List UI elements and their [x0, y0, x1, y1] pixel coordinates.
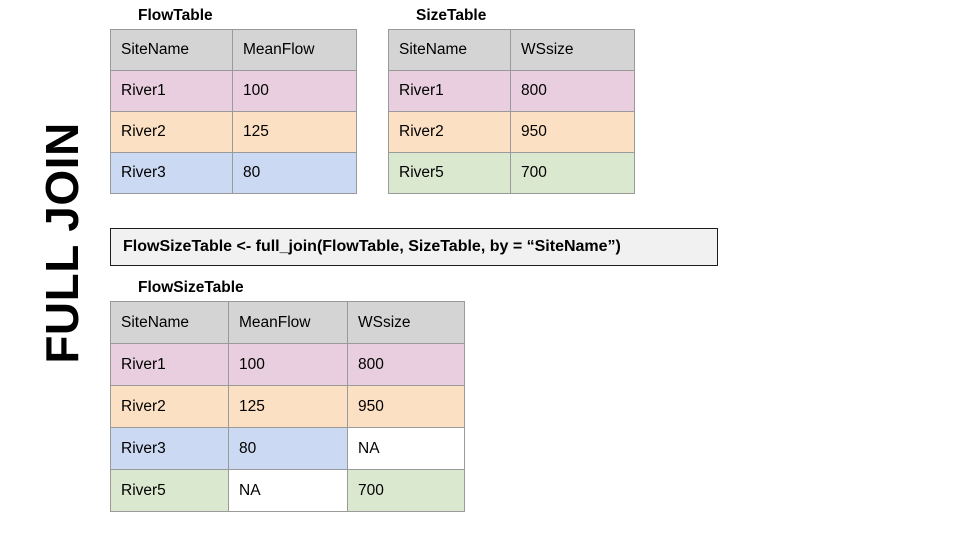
cell-wssize: 700 — [347, 468, 465, 512]
cell-meanflow: 80 — [228, 426, 348, 470]
cell-sitename: River2 — [110, 110, 233, 153]
cell-sitename: River3 — [110, 426, 229, 470]
section-label-text: FULL JOIN — [36, 122, 88, 364]
table-header-row: SiteName MeanFlow — [110, 28, 357, 71]
column-header-wssize: WSsize — [510, 28, 635, 71]
cell-sitename: River2 — [110, 384, 229, 428]
column-header-sitename: SiteName — [388, 28, 511, 71]
cell-sitename: River3 — [110, 151, 233, 194]
table-row: River1 100 — [110, 69, 357, 112]
cell-meanflow: 80 — [232, 151, 357, 194]
table-row: River3 80 NA — [110, 426, 465, 470]
flow-table-caption: FlowTable — [138, 7, 213, 24]
table-row: River2 125 — [110, 110, 357, 153]
result-table-caption: FlowSizeTable — [138, 279, 244, 296]
cell-wssize: 950 — [347, 384, 465, 428]
cell-sitename: River1 — [110, 342, 229, 386]
table-row: River5 700 — [388, 151, 635, 194]
cell-sitename: River2 — [388, 110, 511, 153]
cell-wssize: 800 — [510, 69, 635, 112]
table-header-row: SiteName WSsize — [388, 28, 635, 71]
size-table: SiteName WSsize River1 800 River2 950 Ri… — [388, 28, 635, 194]
column-header-wssize: WSsize — [347, 300, 465, 344]
cell-meanflow: 125 — [228, 384, 348, 428]
cell-sitename: River1 — [110, 69, 233, 112]
table-row: River3 80 — [110, 151, 357, 194]
section-label: FULL JOIN — [0, 0, 125, 540]
size-table-block: SizeTable SiteName WSsize River1 800 Riv… — [388, 8, 635, 194]
cell-wssize: 950 — [510, 110, 635, 153]
flow-table-block: FlowTable SiteName MeanFlow River1 100 R… — [110, 8, 357, 194]
cell-sitename: River5 — [388, 151, 511, 194]
cell-meanflow: 125 — [232, 110, 357, 153]
cell-meanflow: 100 — [228, 342, 348, 386]
result-table: SiteName MeanFlow WSsize River1 100 800 … — [110, 300, 465, 512]
cell-wssize: NA — [347, 426, 465, 470]
cell-meanflow: 100 — [232, 69, 357, 112]
column-header-sitename: SiteName — [110, 300, 229, 344]
table-row: River5 NA 700 — [110, 468, 465, 512]
cell-sitename: River5 — [110, 468, 229, 512]
formula-box: FlowSizeTable <- full_join(FlowTable, Si… — [110, 228, 718, 266]
cell-wssize: 800 — [347, 342, 465, 386]
cell-meanflow: NA — [228, 468, 348, 512]
table-row: River2 125 950 — [110, 384, 465, 428]
result-table-block: FlowSizeTable SiteName MeanFlow WSsize R… — [110, 280, 465, 512]
column-header-meanflow: MeanFlow — [228, 300, 348, 344]
flow-table: SiteName MeanFlow River1 100 River2 125 … — [110, 28, 357, 194]
formula-text: FlowSizeTable <- full_join(FlowTable, Si… — [123, 238, 621, 255]
size-table-caption: SizeTable — [416, 7, 487, 24]
column-header-meanflow: MeanFlow — [232, 28, 357, 71]
column-header-sitename: SiteName — [110, 28, 233, 71]
table-row: River1 100 800 — [110, 342, 465, 386]
table-row: River2 950 — [388, 110, 635, 153]
table-row: River1 800 — [388, 69, 635, 112]
cell-sitename: River1 — [388, 69, 511, 112]
cell-wssize: 700 — [510, 151, 635, 194]
table-header-row: SiteName MeanFlow WSsize — [110, 300, 465, 344]
